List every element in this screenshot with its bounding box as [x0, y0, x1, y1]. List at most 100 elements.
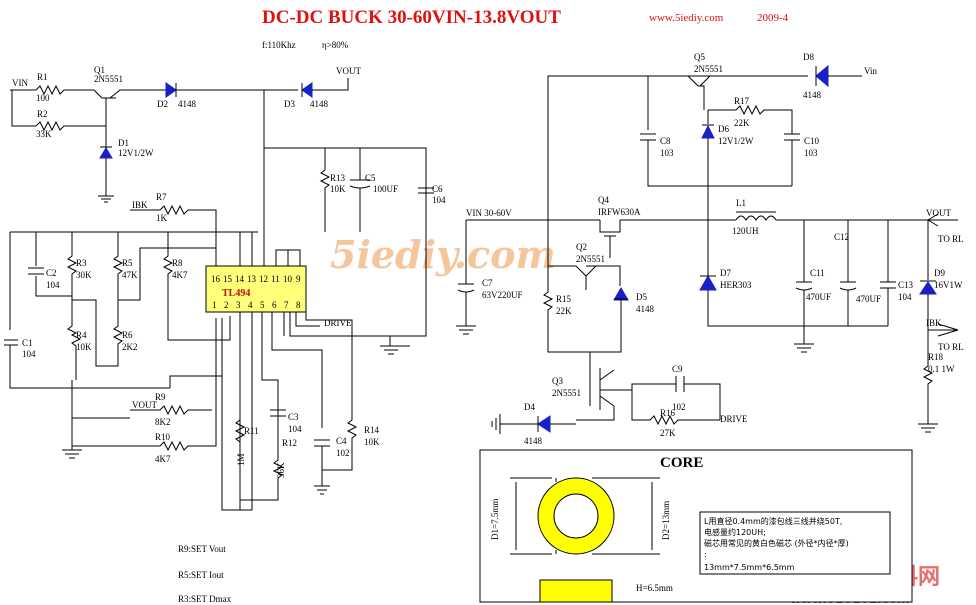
r3-value: 30K: [76, 270, 92, 280]
net-ibk-2: IBK: [926, 318, 942, 328]
q2-label: Q2: [576, 242, 587, 252]
c7-label: C7: [482, 278, 493, 288]
pin-15: 15: [223, 274, 233, 284]
core-note-line-4: :: [704, 550, 707, 559]
r11-label: R11: [244, 426, 259, 436]
r5-value: 47K: [122, 270, 138, 280]
c6-label: C6: [432, 184, 443, 194]
q5-label: Q5: [694, 52, 705, 62]
core-title: CORE: [660, 455, 703, 471]
schematic-title: DC-DC BUCK 30-60VIN-13.8VOUT: [262, 7, 561, 28]
r10-label: R10: [155, 432, 171, 442]
c10-label: C10: [804, 136, 820, 146]
r16-label: R16: [660, 408, 676, 418]
c2-value: 104: [46, 280, 60, 290]
pin-8: 8: [296, 300, 301, 310]
q5-value: 2N5551: [694, 64, 723, 74]
r14-value: 10K: [364, 437, 380, 447]
q1-value: 2N5551: [94, 74, 123, 84]
date-label: 2009-4: [757, 12, 789, 24]
r4-value: 10K: [76, 342, 92, 352]
net-vin: VIN: [12, 78, 28, 88]
core-side-view: [539, 579, 613, 603]
c9-value: 102: [672, 402, 686, 412]
d1-label: D1: [118, 138, 129, 148]
power-stage: Q5 2N5551 D8 4148 Vin C8 103 R17 22K C10…: [456, 52, 964, 446]
core-note-line-2: 电感量约120UH;: [704, 527, 766, 537]
r12-label: R12: [282, 438, 297, 448]
pin-11: 11: [271, 274, 280, 284]
d3-label: D3: [284, 99, 295, 109]
d7-value: HER303: [720, 280, 752, 290]
r4-label: R4: [76, 330, 87, 340]
c7-value: 63V220UF: [482, 290, 523, 300]
core-d2: D2=13mm: [661, 501, 671, 540]
d9-value: 16V1W: [934, 280, 963, 290]
d8-diode-icon: [815, 64, 829, 88]
c8-value: 103: [660, 148, 674, 158]
c5-value: 100UF: [373, 184, 398, 194]
net-vout-2: VOUT: [132, 400, 157, 410]
d2-label: D2: [157, 99, 168, 109]
core-note-line-5: 13mm*7.5mm*6.5mm: [704, 563, 795, 572]
d7-diode-icon: [699, 274, 717, 291]
c6-value: 104: [432, 195, 446, 205]
c12-label: C12: [834, 232, 849, 242]
q2-value: 2N5551: [576, 254, 605, 264]
net-drive-1: DRIVE: [324, 318, 352, 328]
c4-value: 102: [336, 448, 350, 458]
d4-diode-icon: [537, 415, 551, 433]
q1-label: Q1: [94, 65, 105, 75]
c9-label: C9: [672, 364, 683, 374]
c11-value: 470UF: [806, 292, 831, 302]
r11-value: 1M: [236, 453, 246, 466]
ic-name: TL494: [222, 288, 250, 299]
d1-value: 12V1/2W: [118, 148, 154, 158]
r7-label: R7: [156, 192, 167, 202]
core-note-line-1: L用直径0.4mm的漆包线三线并绕50T,: [704, 516, 842, 526]
c11-label: C11: [810, 268, 825, 278]
timing-network: R11 1M R12 36K C3 104 C4 102 R14 10K: [234, 395, 380, 510]
r18-value: 0.1 1W: [928, 364, 955, 374]
q3-label: Q3: [552, 376, 563, 386]
d2-value: 4148: [178, 99, 197, 109]
net-vout-3: VOUT: [926, 208, 951, 218]
r12-value: 36K: [276, 462, 286, 478]
net-ibk-1: IBK: [132, 200, 148, 210]
c13-value: 104: [898, 292, 912, 302]
d6-value: 12V1/2W: [718, 136, 754, 146]
c8-label: C8: [660, 136, 671, 146]
net-vin-30-60: VIN 30-60V: [466, 208, 512, 218]
d6-zener-icon: [701, 124, 715, 139]
r14-label: R14: [364, 425, 380, 435]
q3-value: 2N5551: [552, 388, 581, 398]
r6-value: 2K2: [122, 342, 138, 352]
r5-label: R5: [122, 258, 133, 268]
d4-label: D4: [524, 402, 535, 412]
d1-zener-icon: [99, 147, 113, 159]
r7-value: 1K: [156, 213, 168, 223]
net-vout-1: VOUT: [336, 66, 361, 76]
r1-label: R1: [37, 72, 48, 82]
c3-label: C3: [288, 412, 299, 422]
r15-label: R15: [556, 294, 572, 304]
toroid-hole: [553, 493, 599, 539]
d5-label: D5: [636, 292, 647, 302]
c1-value: 104: [22, 349, 36, 359]
r6-label: R6: [122, 330, 133, 340]
r2-value: 33K: [36, 129, 52, 139]
d5-value: 4148: [636, 304, 655, 314]
r13-value: 10K: [330, 184, 346, 194]
r8-label: R8: [172, 258, 183, 268]
d5-diode-icon: [613, 287, 629, 301]
c1-label: C1: [22, 338, 33, 348]
r2-label: R2: [37, 109, 48, 119]
d3-value: 4148: [310, 99, 329, 109]
net-drive-2: DRIVE: [720, 414, 748, 424]
c10-value: 103: [804, 148, 818, 158]
pin-5: 5: [260, 300, 265, 310]
feedback-network: C1 104 C2 104 R3 30K R4 10K R5 47K R6 2K…: [4, 231, 258, 464]
pin-4: 4: [248, 300, 253, 310]
q4-label: Q4: [598, 195, 609, 205]
pin-16: 16: [211, 274, 221, 284]
